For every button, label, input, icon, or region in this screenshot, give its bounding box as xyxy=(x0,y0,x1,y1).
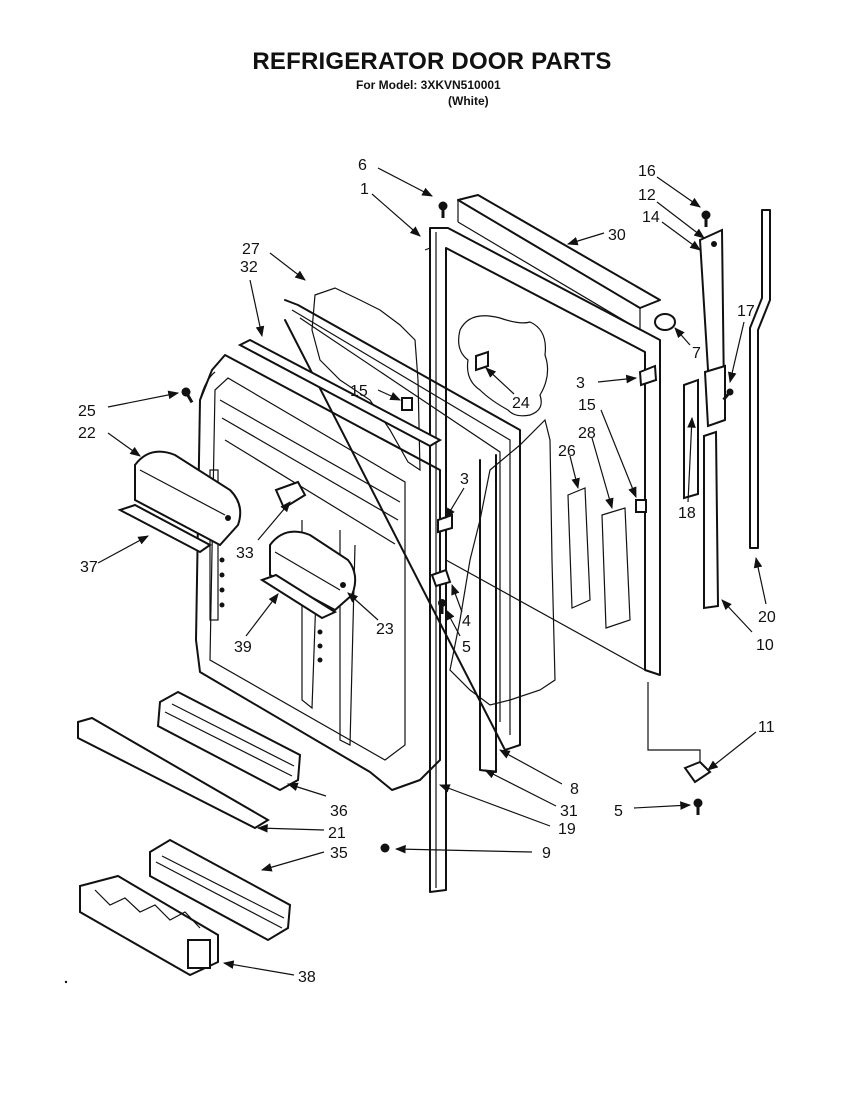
callout-37: 37 xyxy=(80,559,98,576)
callout-32: 32 xyxy=(240,259,258,276)
callout-8: 8 xyxy=(570,781,579,798)
callout-5-b: 5 xyxy=(614,803,623,820)
callout-3-a: 3 xyxy=(576,375,585,392)
callout-21: 21 xyxy=(328,825,346,842)
callout-12: 12 xyxy=(638,187,656,204)
callout-labels: 6 1 30 16 12 14 27 32 7 17 15 24 3 25 22… xyxy=(78,157,776,986)
dairy-door-22 xyxy=(134,450,242,547)
callout-35: 35 xyxy=(330,845,348,862)
door-gasket xyxy=(284,299,521,773)
callout-4: 4 xyxy=(462,613,471,630)
leader-lines xyxy=(97,167,767,976)
callout-18: 18 xyxy=(678,505,696,522)
foam-block-28 xyxy=(601,507,631,629)
callout-39: 39 xyxy=(234,639,252,656)
color-variant: (White) xyxy=(448,94,489,108)
callout-25: 25 xyxy=(78,403,96,420)
callout-16: 16 xyxy=(638,163,656,180)
callout-26: 26 xyxy=(558,443,576,460)
page-title: REFRIGERATOR DOOR PARTS xyxy=(252,48,612,75)
door-rail-39 xyxy=(259,573,338,620)
callout-1: 1 xyxy=(360,181,369,198)
callout-17: 17 xyxy=(737,303,755,320)
callout-22: 22 xyxy=(78,425,96,442)
stray-dot xyxy=(64,980,68,984)
hinge-link-line xyxy=(647,682,701,762)
callout-3-b: 3 xyxy=(460,471,469,488)
callout-10: 10 xyxy=(756,637,774,654)
hinge-cover-33 xyxy=(274,480,307,510)
door-bin-35 xyxy=(149,838,292,942)
callout-15-b: 15 xyxy=(578,397,596,414)
callout-6: 6 xyxy=(358,157,367,174)
insulation-cutaway xyxy=(458,315,549,417)
callout-31: 31 xyxy=(560,803,578,820)
breaker-strip xyxy=(237,338,443,448)
callout-15-a: 15 xyxy=(350,383,368,400)
callout-28: 28 xyxy=(578,425,596,442)
callout-24: 24 xyxy=(512,395,530,412)
top-trim xyxy=(457,194,661,331)
callout-9: 9 xyxy=(542,845,551,862)
callout-11: 11 xyxy=(758,719,775,736)
callout-23: 23 xyxy=(376,621,394,638)
handle-20 xyxy=(749,209,771,549)
callout-20: 20 xyxy=(758,609,776,626)
callout-19: 19 xyxy=(558,821,576,838)
screws xyxy=(181,201,734,853)
callout-14: 14 xyxy=(642,209,660,226)
hinge-bracket-12 xyxy=(698,228,726,428)
callout-27: 27 xyxy=(242,241,260,258)
door-bin-36 xyxy=(156,690,302,792)
door-foam-right xyxy=(449,418,556,706)
callout-38: 38 xyxy=(298,969,316,986)
handle-trim-10 xyxy=(703,430,720,610)
plug-7 xyxy=(654,313,676,331)
callout-36: 36 xyxy=(330,803,348,820)
foam-block-26 xyxy=(567,487,591,609)
door-rail-37 xyxy=(117,503,212,554)
model-number: For Model: 3XKVN510001 xyxy=(356,78,501,92)
bottom-hinge-11 xyxy=(683,760,712,784)
callout-7: 7 xyxy=(692,345,701,362)
egg-tray-38 xyxy=(79,874,219,977)
callout-33: 33 xyxy=(236,545,254,562)
callout-30: 30 xyxy=(608,227,626,244)
door-foam-left xyxy=(311,287,421,472)
callout-5-a: 5 xyxy=(462,639,471,656)
